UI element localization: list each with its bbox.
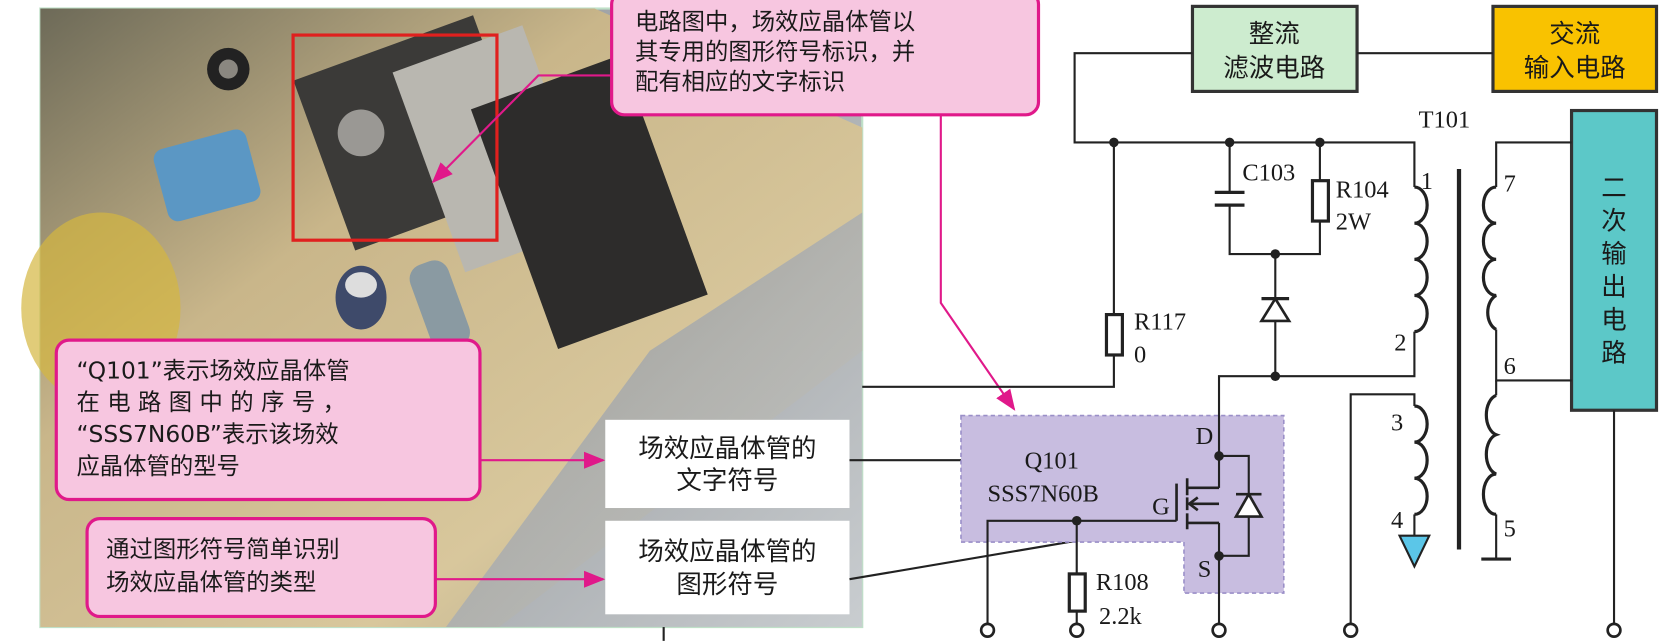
callout-arrow-to-photo [431, 74, 612, 184]
callout-arrow-to-schematic [939, 114, 1016, 411]
block-label: 电 [1601, 305, 1626, 335]
callout-line: “SSS7N60B”表示该场效 [76, 420, 338, 448]
resistor-r108 [1067, 572, 1087, 613]
resistor-r104 [1310, 179, 1330, 223]
callout-line: “Q101”表示场效应晶体管 [76, 356, 349, 384]
graphic-symbol-label: 场效应晶体管的 图形符号 [605, 520, 850, 615]
wires [862, 52, 1616, 631]
r108-label: R108 [1096, 569, 1149, 596]
block-label: 输 [1601, 240, 1626, 270]
pin-label: 3 [1391, 409, 1403, 436]
callout-line: 应晶体管的型号 [76, 452, 239, 480]
pin-label: 1 [1421, 168, 1433, 195]
mosfet-highlight-box [291, 33, 499, 242]
callout-symbol-identification: 电路图中，场效应晶体管以 其专用的图形符号标识，并 配有相应的文字标识 [610, 0, 1041, 117]
pin-label: 7 [1504, 170, 1516, 197]
r117-value: 0 [1134, 341, 1146, 368]
mosfet-designation: Q101 [1025, 448, 1079, 475]
c103-label: C103 [1242, 160, 1295, 187]
callout-line: 电路图中，场效应晶体管以 [635, 8, 915, 36]
diode-snubber [1259, 296, 1292, 323]
mosfet-symbol [1175, 478, 1264, 530]
resistor-r117 [1104, 312, 1124, 357]
callout-type: 通过图形符号简单识别 场效应晶体管的类型 [85, 517, 437, 619]
block-label: 输入电路 [1524, 54, 1626, 84]
callout-line: 其专用的图形符号标识，并 [635, 38, 915, 66]
pin-label: 5 [1504, 516, 1516, 543]
r108-value: 2.2k [1099, 603, 1143, 630]
source-label: S [1198, 556, 1212, 583]
block-label: 次 [1601, 207, 1626, 237]
ac-input-block: 交流 输入电路 [1491, 4, 1659, 93]
block-label: 路 [1601, 338, 1626, 368]
callout-designation: “Q101”表示场效应晶体管 在 电 路 图 中 的 序 号 ， “SSS7N6… [54, 338, 482, 502]
label-line: 场效应晶体管的 [638, 537, 816, 567]
ground-icon [1397, 534, 1431, 569]
mosfet-highlight-region [960, 414, 1285, 594]
label-line: 文字符号 [676, 466, 778, 496]
mosfet-model: SSS7N60B [988, 481, 1099, 508]
block-label: 出 [1601, 272, 1626, 302]
terminals [979, 622, 1622, 638]
block-label: 二 [1601, 174, 1626, 204]
r117-label: R117 [1134, 308, 1186, 335]
callout-line: 通过图形符号简单识别 [106, 535, 339, 563]
r104-label: R104 [1336, 177, 1389, 204]
label-line: 场效应晶体管的 [638, 434, 816, 464]
transformer-t101 [1414, 168, 1512, 561]
pin-label: 6 [1504, 353, 1516, 380]
junctions [1071, 137, 1325, 561]
block-label: 滤波电路 [1223, 54, 1325, 84]
callout-line: 在 电 路 图 中 的 序 号 ， [76, 388, 346, 416]
text-symbol-label: 场效应晶体管的 文字符号 [605, 419, 850, 509]
gate-label: G [1152, 493, 1170, 520]
callout-line: 配有相应的文字标识 [635, 67, 845, 95]
transformer-label: T101 [1419, 107, 1471, 134]
block-label: 整流 [1249, 20, 1300, 50]
pin-label: 4 [1391, 507, 1403, 534]
r104-value: 2W [1336, 209, 1371, 236]
drain-label: D [1196, 423, 1214, 450]
capacitor-c103 [1214, 190, 1245, 207]
secondary-output-block: 二 次 输 出 电 路 [1569, 108, 1659, 412]
label-line: 图形符号 [676, 570, 778, 600]
block-label: 交流 [1549, 20, 1600, 50]
callout-line: 场效应晶体管的类型 [106, 568, 316, 596]
rectifier-filter-block: 整流 滤波电路 [1190, 4, 1359, 93]
pin-label: 2 [1394, 330, 1406, 357]
